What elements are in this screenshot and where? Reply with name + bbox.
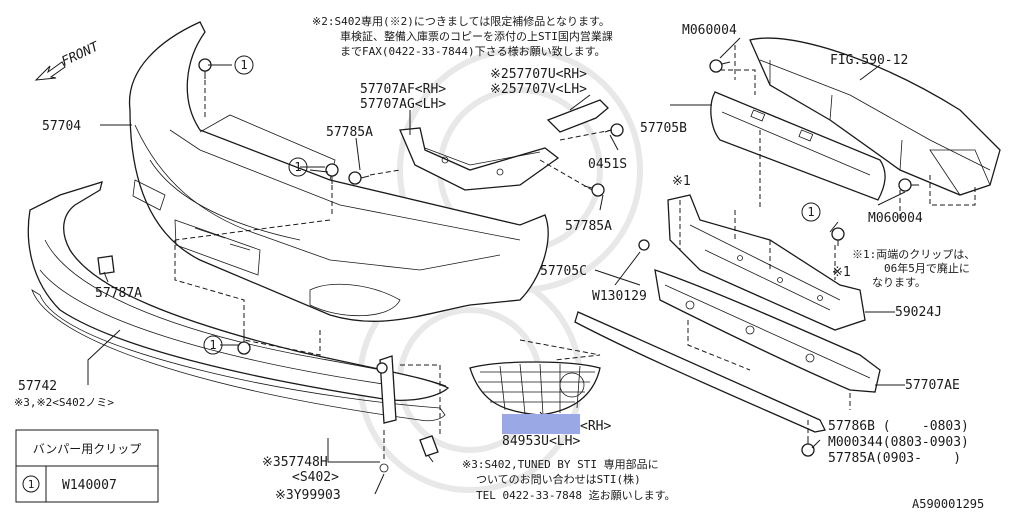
legend-key: 1	[28, 478, 35, 491]
legend-value: W140007	[62, 478, 117, 493]
part-label-57742-note: ※3,※2<S402ノミ>	[14, 396, 114, 409]
part-label-57707ae: 57707AE	[905, 378, 960, 393]
projection-lines	[174, 45, 976, 460]
bumper-cover-57704	[128, 21, 549, 322]
part-label-m060004-top: M060004	[682, 23, 737, 38]
front-lip-57742	[27, 181, 450, 422]
part-label-w130129: W130129	[592, 289, 647, 304]
part-label-57704: 57704	[42, 119, 81, 134]
part-label-257707u: ※257707U<RH>	[490, 67, 587, 82]
note-clip-line2: 06年5月で廃止に	[884, 261, 970, 275]
part-label-257707v: ※257707V<LH>	[490, 82, 587, 97]
part-label-57707ag: 57707AG<LH>	[360, 97, 446, 112]
stay-57707af	[399, 127, 560, 191]
legend-header: バンパー用クリップ	[33, 442, 142, 456]
part-label-59024j: 59024J	[895, 305, 942, 320]
part-label-fig-590-12: FIG.590-12	[830, 53, 908, 68]
note-s402-line1: ※2:S402専用(※2)につきましては限定補修品となります。	[312, 14, 610, 28]
part-label-57786b: 57786B ( -0803)	[828, 419, 969, 434]
part-label-84953-rh-suffix: <RH>	[580, 419, 611, 434]
callout-number: 1	[240, 58, 247, 72]
bracket-57787a	[97, 255, 115, 275]
part-label-357748h: ※357748H	[262, 455, 328, 470]
front-arrow-icon	[34, 61, 66, 81]
part-label-57785a-1: 57785A	[326, 125, 373, 140]
undercover-59024j	[667, 194, 866, 331]
part-label-57705b: 57705B	[640, 121, 687, 136]
part-label-84953u: 84953U<LH>	[502, 434, 580, 449]
note-s402-line3: までFAX(0422-33-7844)下さる様お願い致します。	[340, 44, 605, 58]
note-sti-line2: ついてのお問い合わせはSTI(株)	[476, 472, 641, 486]
diagram-id: A590001295	[912, 497, 984, 511]
callout-number: 1	[209, 338, 216, 352]
part-label-57787a: 57787A	[95, 286, 142, 301]
part-label-m000344: M000344(0803-0903)	[828, 435, 969, 450]
note-clip-line1: ※1:両端のクリップは、	[852, 248, 975, 261]
absorber-57705c	[654, 269, 881, 393]
bracket-257707u	[546, 99, 609, 133]
reinforcement-beam	[749, 37, 1001, 196]
part-label-57785a-2: 57785A	[565, 219, 612, 234]
strip-57707ae	[574, 311, 826, 433]
part-label-star1-b: ※1	[832, 265, 851, 280]
highlight-box	[502, 414, 580, 434]
note-s402-line2: 車検証、整備入庫票のコピーを添付の上STI国内営業課	[340, 29, 613, 43]
absorber-57705b	[710, 91, 886, 201]
part-label-m060004-bottom: M060004	[868, 211, 923, 226]
part-label-57742: 57742	[18, 379, 57, 394]
note-clip-line3: なります。	[872, 276, 926, 289]
part-label-star1-a: ※1	[672, 174, 691, 189]
front-label: FRONT	[59, 39, 102, 70]
clip-legend-table	[15, 429, 159, 503]
part-label-57707af: 57707AF<RH>	[360, 82, 446, 97]
callout-number: 1	[807, 205, 814, 219]
part-label-0451s: 0451S	[588, 157, 627, 172]
part-label-57785a-3: 57785A(0903- )	[828, 451, 961, 466]
part-label-3y99903: ※3Y99903	[275, 488, 341, 503]
part-label-357748h-note: <S402>	[292, 470, 339, 485]
callout-circles	[203, 55, 821, 355]
note-sti-line1: ※3:S402,TUNED BY STI 専用部品に	[462, 457, 659, 471]
part-label-57705c: 57705C	[540, 264, 587, 279]
fog-grille-84953	[469, 361, 601, 416]
note-sti-line3: TEL 0422-33-7848 迄お願いします。	[476, 488, 675, 502]
callout-number: 1	[294, 160, 301, 174]
